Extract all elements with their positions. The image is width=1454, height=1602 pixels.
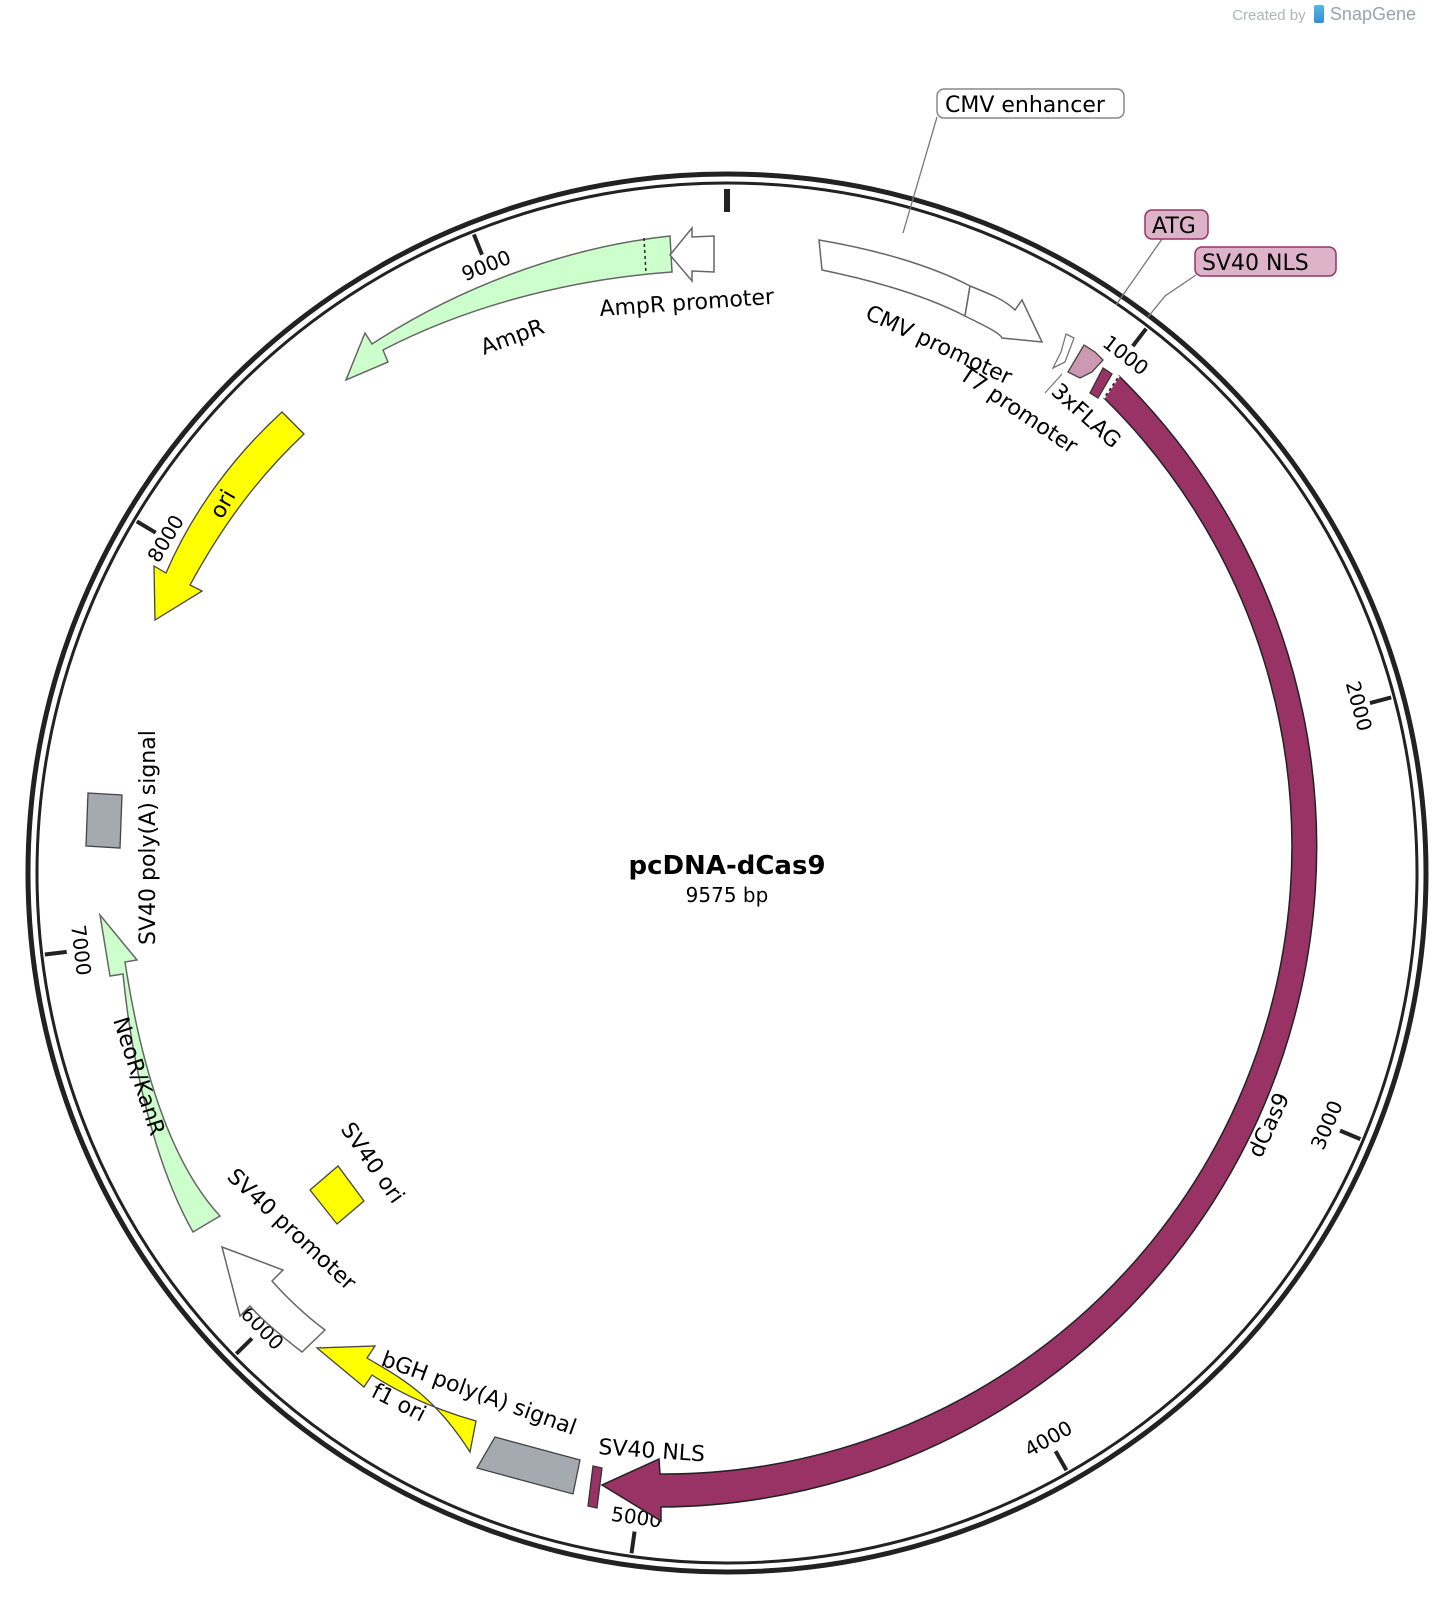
neor-kanr-shape[interactable] <box>98 912 222 1234</box>
ori-shape[interactable] <box>153 411 305 622</box>
tick-mark <box>234 1336 254 1356</box>
sv40-nls-2-shape[interactable] <box>587 1465 603 1509</box>
backbone-inner-ring <box>35 181 1419 1565</box>
feature-dcas9[interactable]: dCas9 <box>600 374 1318 1523</box>
sv40-promoter-shape[interactable] <box>220 1245 327 1353</box>
feature-sv40-ori[interactable]: SV40 ori <box>309 1118 409 1225</box>
ampr-promoter-shape[interactable] <box>669 225 715 284</box>
3xflag-shape[interactable] <box>1067 344 1104 379</box>
cmv-enhancer-callout-box <box>936 88 1125 119</box>
tick-mark <box>44 949 67 957</box>
cmv-enhancer-shape[interactable] <box>818 239 971 318</box>
neor-kanr-label: NeoR/KanR <box>107 1014 169 1139</box>
feature-sv40-nls-1[interactable]: SV40 NLS <box>1089 246 1337 399</box>
atg-label: ATG <box>1152 214 1196 239</box>
tick-mark <box>1131 327 1148 348</box>
atg-callout-box <box>1144 209 1209 240</box>
feature-ori[interactable]: ori <box>153 411 305 622</box>
ampr-shape[interactable] <box>344 235 673 382</box>
tick-label: 3000 <box>1306 1097 1348 1153</box>
credit-prefix: Created by <box>1232 7 1306 24</box>
sv40-nls-1-leader <box>1147 274 1197 318</box>
snapgene-logo-icon <box>1313 5 1324 23</box>
ampr-promoter-label: AmpR promoter <box>599 285 776 322</box>
sv40-nls-2-label: SV40 NLS <box>598 1435 706 1467</box>
ampr-label: AmpR <box>478 315 548 361</box>
plasmid-length: 9575 bp <box>686 883 769 907</box>
bgh-polya-shape[interactable] <box>476 1436 581 1495</box>
tick-mark <box>1369 695 1392 706</box>
feature-cmv-enhancer[interactable]: CMV enhancer <box>818 88 1125 318</box>
atg-leader <box>1115 238 1163 306</box>
feature-sv40-polya[interactable]: SV40 poly(A) signal <box>85 730 161 945</box>
t7-promoter-shape[interactable] <box>1051 333 1075 370</box>
tick-label: 2000 <box>1341 678 1377 733</box>
dcas9-shape[interactable] <box>600 374 1318 1523</box>
tick-mark <box>135 519 157 535</box>
f1-ori-shape[interactable] <box>315 1345 477 1454</box>
dcas9-segment-divider-1 <box>1103 375 1120 399</box>
cmv-promoter-shape[interactable] <box>964 284 1044 343</box>
snapgene-credit: Created by SnapGene <box>1232 4 1416 25</box>
cmv-enhancer-label: CMV enhancer <box>945 93 1106 118</box>
sv40-nls-1-callout-box <box>1194 246 1337 277</box>
sv40-polya-shape[interactable] <box>85 792 123 849</box>
tick-label: 7000 <box>66 924 96 977</box>
sv40-polya-label: SV40 poly(A) signal <box>136 730 161 945</box>
feature-atg[interactable]: ATG <box>1115 209 1209 306</box>
sv40-nls-1-shape[interactable] <box>1089 367 1113 399</box>
tick-label: 4000 <box>1020 1416 1076 1462</box>
tick-mark <box>472 233 484 256</box>
tick-mark <box>1053 1450 1069 1472</box>
dcas9-segment-divider-2 <box>1175 1292 1198 1314</box>
credit-brand: SnapGene <box>1329 4 1416 24</box>
sv40-ori-shape[interactable] <box>309 1165 365 1225</box>
tick-mark <box>1339 1128 1362 1141</box>
ampr-segment-divider <box>643 237 647 275</box>
feature-neor-kanr[interactable]: NeoR/KanR <box>98 912 222 1234</box>
backbone-outer-ring <box>25 171 1429 1575</box>
cmv-enhancer-leader <box>902 116 938 234</box>
sv40-nls-1-label: SV40 NLS <box>1202 251 1309 276</box>
t7-promoter-leader <box>1044 373 1063 394</box>
tick-mark <box>629 1531 637 1554</box>
plasmid-name: pcDNA-dCas9 <box>628 851 825 881</box>
